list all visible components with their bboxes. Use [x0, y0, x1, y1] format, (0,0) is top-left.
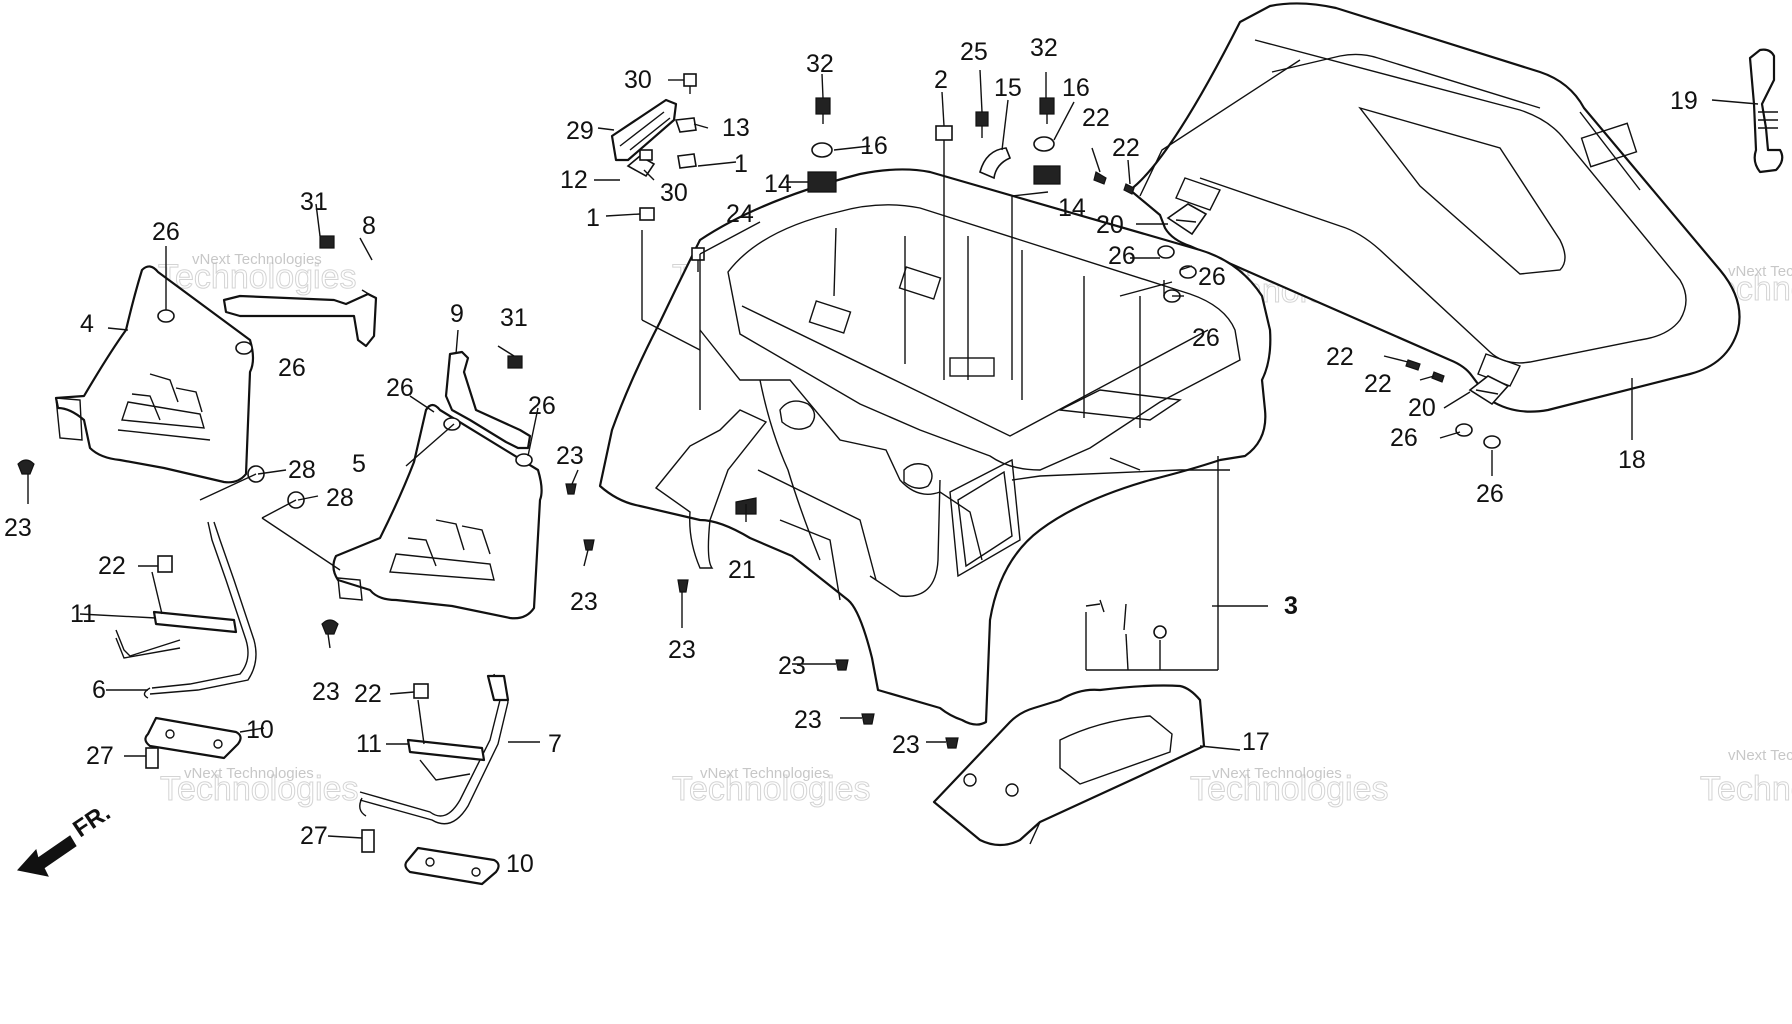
callout-1-b: 1	[586, 204, 600, 232]
watermark-text: vNext Technologies	[184, 765, 314, 782]
part-hinge-20	[1166, 203, 1510, 406]
callout-23-c: 23	[668, 636, 696, 664]
callout-32-b: 32	[1030, 34, 1058, 62]
callout-26-f: 26	[152, 218, 180, 246]
callout-26-h: 26	[386, 374, 414, 402]
part-stay-17	[932, 684, 1206, 847]
callout-26-e: 26	[1476, 480, 1504, 508]
part-lid	[1128, 2, 1741, 413]
hardware-layer	[17, 73, 1501, 853]
callout-28: 28	[288, 456, 316, 484]
callout-26-d: 26	[1390, 424, 1418, 452]
leader-lines	[27, 69, 1759, 839]
callout-24: 24	[726, 200, 754, 228]
callout-15: 15	[994, 74, 1022, 102]
callout-31-b: 31	[500, 304, 528, 332]
callout-13: 13	[722, 114, 750, 142]
part-stay-8-9	[222, 292, 532, 450]
part-bracket-29	[610, 98, 697, 178]
callout-14-b: 14	[1058, 194, 1086, 222]
callout-22-d: 22	[1364, 370, 1392, 398]
front-direction-label: FR.	[68, 799, 115, 843]
front-direction-indicator: FR.	[17, 799, 115, 877]
watermark-text: vNext Technologies	[1212, 765, 1342, 782]
callout-14: 14	[764, 170, 792, 198]
watermark-text: vNext Technologies	[1728, 747, 1792, 764]
callout-32: 32	[806, 50, 834, 78]
callout-12: 12	[560, 166, 588, 194]
part-footpeg-left	[54, 265, 255, 484]
watermark-text: Technologies	[1700, 770, 1792, 808]
callout-2: 2	[934, 66, 948, 94]
callout-18: 18	[1618, 446, 1646, 474]
callout-23-g: 23	[4, 514, 32, 542]
callout-4: 4	[80, 310, 94, 338]
callout-7: 7	[548, 730, 562, 758]
callout-30-b: 30	[660, 179, 688, 207]
watermark-text: Technologies	[672, 770, 870, 808]
callout-22-b: 22	[1112, 134, 1140, 162]
watermark-text: vNext Technologies	[1728, 263, 1792, 280]
callout-20: 20	[1096, 211, 1124, 239]
callout-9: 9	[450, 300, 464, 328]
callout-23-f: 23	[892, 731, 920, 759]
callout-22: 22	[1082, 104, 1110, 132]
callout-11: 11	[70, 600, 96, 628]
callout-10: 10	[246, 716, 274, 744]
callout-26-b: 26	[1198, 263, 1226, 291]
part-footpeg-right	[332, 403, 543, 620]
callout-11-b: 11	[356, 730, 382, 758]
callout-6: 6	[92, 676, 106, 704]
callout-1: 1	[734, 150, 748, 178]
callout-10-b: 10	[506, 850, 534, 878]
callout-27-b: 27	[300, 822, 328, 850]
callout-17: 17	[1242, 728, 1270, 756]
callout-22-c: 22	[1326, 343, 1354, 371]
callout-26-g: 26	[278, 354, 306, 382]
part-latch-19	[1748, 48, 1784, 174]
watermark-text: Technologies	[158, 258, 356, 296]
callout-16: 16	[860, 132, 888, 160]
callout-23-d: 23	[778, 652, 806, 680]
callout-20-b: 20	[1408, 394, 1436, 422]
callout-26-c: 26	[1192, 324, 1220, 352]
callout-layer: 30 29 13 12 1 30 1 24 32 16 14 2 25 15 3…	[4, 34, 1698, 878]
callout-23-b: 23	[570, 588, 598, 616]
callout-22-f: 22	[354, 680, 382, 708]
callout-5: 5	[352, 450, 366, 478]
callout-31: 31	[300, 188, 328, 216]
callout-23-a: 23	[556, 442, 584, 470]
callout-23-e: 23	[794, 706, 822, 734]
part-plate-10	[144, 716, 500, 886]
callout-21: 21	[728, 556, 756, 584]
callout-28-b: 28	[326, 484, 354, 512]
callout-3: 3	[1284, 592, 1298, 620]
callout-23-h: 23	[312, 678, 340, 706]
watermark-text: Technologies	[160, 770, 358, 808]
watermark-text: vNext Technologies	[192, 251, 322, 268]
callout-16-b: 16	[1062, 74, 1090, 102]
watermark-text: Technologies	[1190, 770, 1388, 808]
part-stay-left	[115, 521, 257, 699]
callout-29: 29	[566, 117, 594, 145]
callout-19: 19	[1670, 87, 1698, 115]
part-rear-fender	[598, 168, 1272, 726]
callout-25: 25	[960, 38, 988, 66]
watermark-text: vNext Technologies	[700, 765, 830, 782]
part-stay-right	[359, 673, 510, 825]
callout-30: 30	[624, 66, 652, 94]
front-arrow-icon	[17, 835, 77, 877]
callout-27: 27	[86, 742, 114, 770]
callout-8: 8	[362, 212, 376, 240]
callout-26-i: 26	[528, 392, 556, 420]
callout-22-e: 22	[98, 552, 126, 580]
callout-26: 26	[1108, 242, 1136, 270]
